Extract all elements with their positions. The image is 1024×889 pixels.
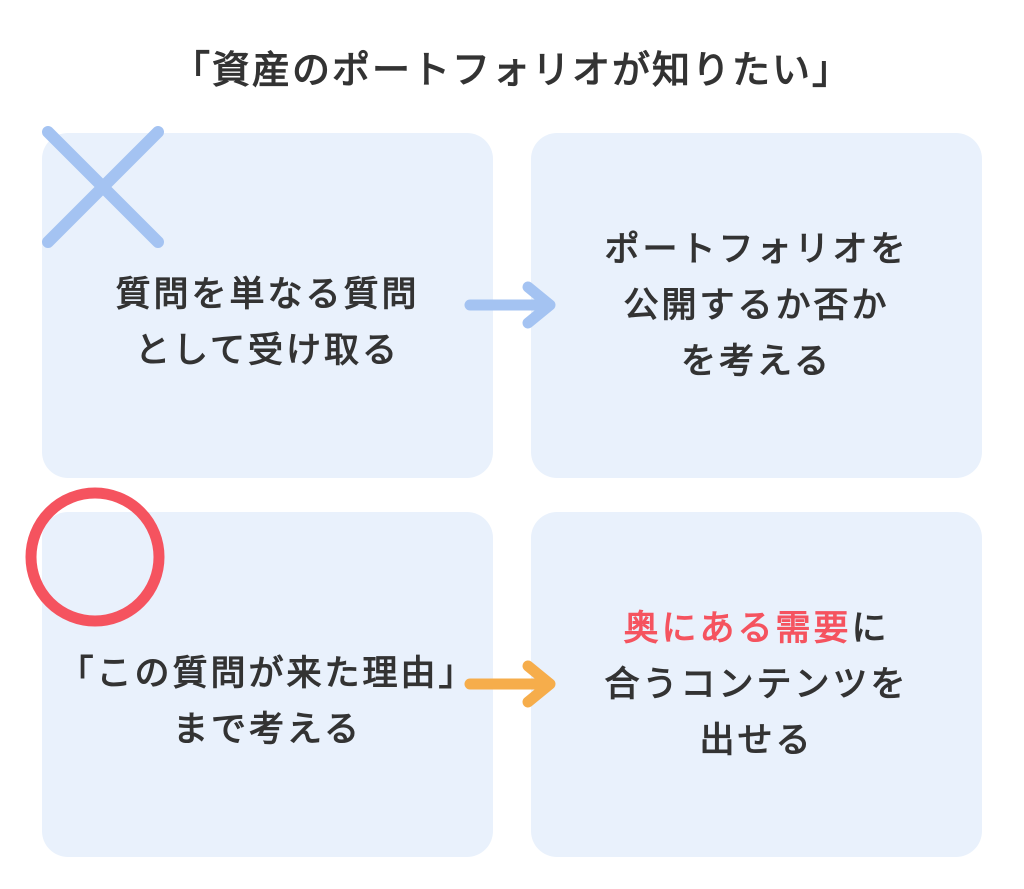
card-right-result-line-3: 出せる bbox=[699, 720, 814, 761]
card-right-result-text: 奥にある需要に 合うコンテンツを 出せる bbox=[604, 601, 908, 769]
card-right-approach: 「この質問が来た理由」 まで考える bbox=[42, 512, 493, 857]
card-right-result: 奥にある需要に 合うコンテンツを 出せる bbox=[531, 512, 982, 857]
card-right-line-2: まで考える bbox=[173, 709, 362, 750]
card-wrong-result-line-2: 公開するか否か bbox=[623, 285, 890, 326]
card-wrong-result-line-1: ポートフォリオを bbox=[604, 229, 909, 270]
card-wrong-text: 質問を単なる質問 として受け取る bbox=[115, 267, 419, 379]
page-title: 「資産のポートフォリオが知りたい」 bbox=[171, 48, 852, 92]
card-wrong-result-line-3: を考える bbox=[681, 341, 832, 382]
card-right-result-line-1: 奥にある需要に bbox=[604, 601, 908, 657]
card-wrong-result-text: ポートフォリオを 公開するか否か を考える bbox=[604, 222, 908, 390]
card-right-result-line-2: 合うコンテンツを bbox=[604, 664, 909, 705]
card-wrong-line-2: として受け取る bbox=[135, 330, 400, 371]
card-wrong-line-1: 質問を単なる質問 bbox=[115, 274, 420, 315]
card-wrong-approach: 質問を単なる質問 として受け取る bbox=[42, 133, 493, 478]
card-right-line-1: 「この質問が来た理由」 bbox=[58, 653, 477, 694]
card-right-result-line-1-rest: に bbox=[851, 608, 890, 649]
highlight-text: 奥にある需要 bbox=[623, 608, 852, 649]
card-right-text: 「この質問が来た理由」 まで考える bbox=[58, 646, 476, 758]
card-wrong-result: ポートフォリオを 公開するか否か を考える bbox=[531, 133, 982, 478]
